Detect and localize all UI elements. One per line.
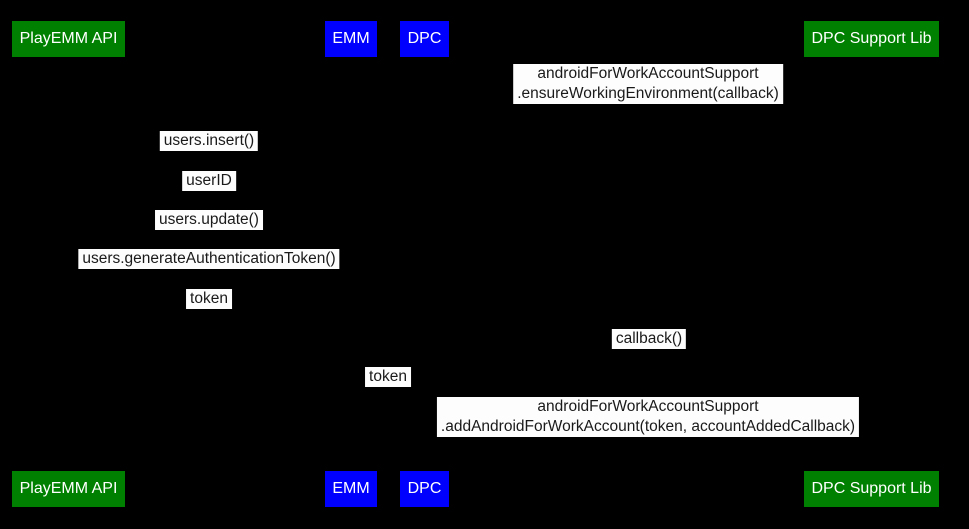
message-users-update: users.update() <box>155 210 263 230</box>
participant-bottom-playemm-api: PlayEMM API <box>12 471 125 507</box>
message-callback: callback() <box>611 329 687 349</box>
message-userid: userID <box>182 171 236 191</box>
message-token-forward: token <box>365 367 411 387</box>
message-line: androidForWorkAccountSupport <box>537 398 759 415</box>
message-line: token <box>369 368 407 385</box>
message-line: users.insert() <box>163 132 255 149</box>
message-line: users.generateAuthenticationToken() <box>82 250 336 267</box>
participant-bottom-dpc: DPC <box>400 471 449 507</box>
message-line: userID <box>186 172 232 189</box>
participant-top-playemm-api: PlayEMM API <box>12 21 125 57</box>
participant-bottom-dpc-support-lib: DPC Support Lib <box>804 471 939 507</box>
participant-top-emm: EMM <box>325 21 377 57</box>
message-token-return: token <box>186 289 232 309</box>
participant-top-dpc-support-lib: DPC Support Lib <box>804 21 939 57</box>
message-line: androidForWorkAccountSupport <box>537 65 759 82</box>
message-ensure-working-environment: androidForWorkAccountSupport .ensureWork… <box>513 64 783 104</box>
message-line: .addAndroidForWorkAccount(token, account… <box>440 418 856 435</box>
message-users-insert: users.insert() <box>159 131 259 151</box>
message-line: .ensureWorkingEnvironment(callback) <box>517 85 779 102</box>
message-generate-authentication-token: users.generateAuthenticationToken() <box>78 249 340 269</box>
message-line: callback() <box>615 330 683 347</box>
participant-bottom-emm: EMM <box>325 471 377 507</box>
message-add-android-for-work-account: androidForWorkAccountSupport .addAndroid… <box>436 397 860 437</box>
participant-top-dpc: DPC <box>400 21 449 57</box>
message-line: token <box>190 290 228 307</box>
message-line: users.update() <box>159 211 259 228</box>
